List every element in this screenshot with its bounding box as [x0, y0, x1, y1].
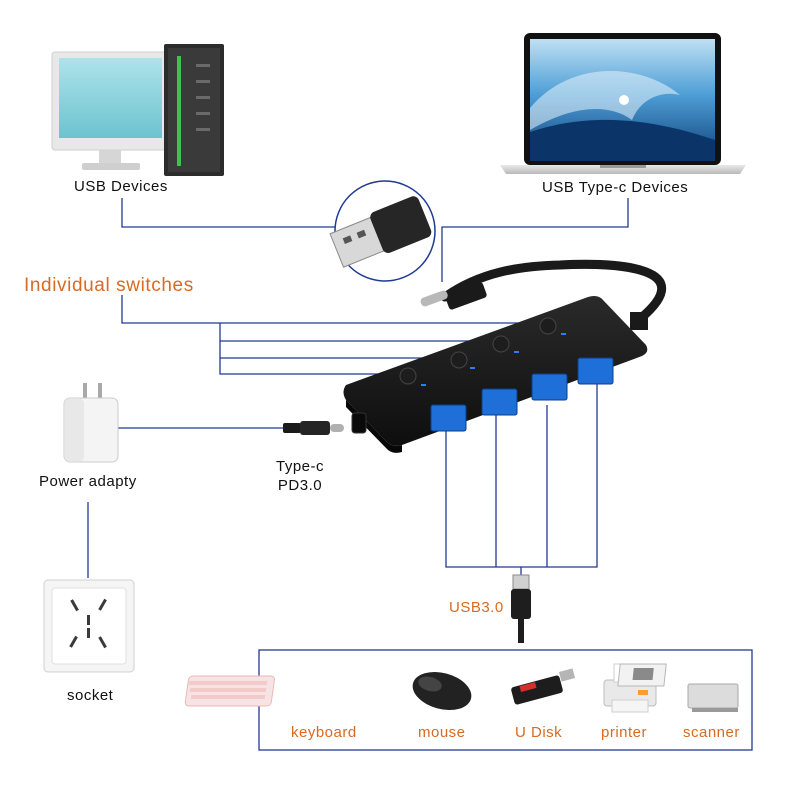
connection-lines: [87, 198, 629, 578]
laptop-icon: [500, 33, 746, 174]
keyboard-icon: [184, 675, 275, 707]
hub-leds: [421, 333, 566, 386]
typec-pd-label: Type-c PD3.0: [276, 457, 324, 495]
mouse-label: mouse: [418, 724, 466, 741]
printer-label: printer: [601, 724, 648, 741]
individual-switches-label: Individual switches: [24, 275, 194, 296]
typec-plug-icon: [283, 421, 344, 435]
typec-pd-line1: Type-c: [276, 458, 325, 475]
usb3-cable-plug-icon: [511, 574, 531, 643]
socket-label: socket: [67, 687, 114, 704]
switches-line-branch-1: [219, 323, 408, 375]
scanner-icon: [617, 663, 739, 712]
udisk-label: U Disk: [515, 724, 563, 741]
typec-pd-line2: PD3.0: [277, 477, 323, 494]
usb-devices-label: USB Devices: [74, 178, 168, 195]
power-adapter-label: Power adapty: [39, 473, 137, 490]
typec-devices-line: [441, 198, 629, 282]
switches-line-main: [121, 295, 548, 324]
power-adapter-icon: [63, 383, 119, 463]
wall-socket-icon: [43, 579, 135, 673]
mouse-icon: [412, 671, 472, 711]
usb-devices-line: [121, 198, 338, 228]
keyboard-label: keyboard: [291, 724, 357, 741]
desktop-computer-icon: [51, 44, 224, 176]
hub-cable: [440, 259, 667, 323]
udisk-icon: [511, 668, 576, 705]
hub-usb-ports: [430, 357, 614, 432]
usb-hub-icon: [343, 259, 667, 453]
usb-typec-devices-label: USB Type-c Devices: [542, 179, 689, 196]
usb3-label: USB3.0: [449, 599, 504, 616]
hub-switch-buttons: [399, 317, 557, 385]
scanner-label: scanner: [683, 724, 740, 741]
usb-a-plug-magnified-icon: [329, 180, 436, 282]
